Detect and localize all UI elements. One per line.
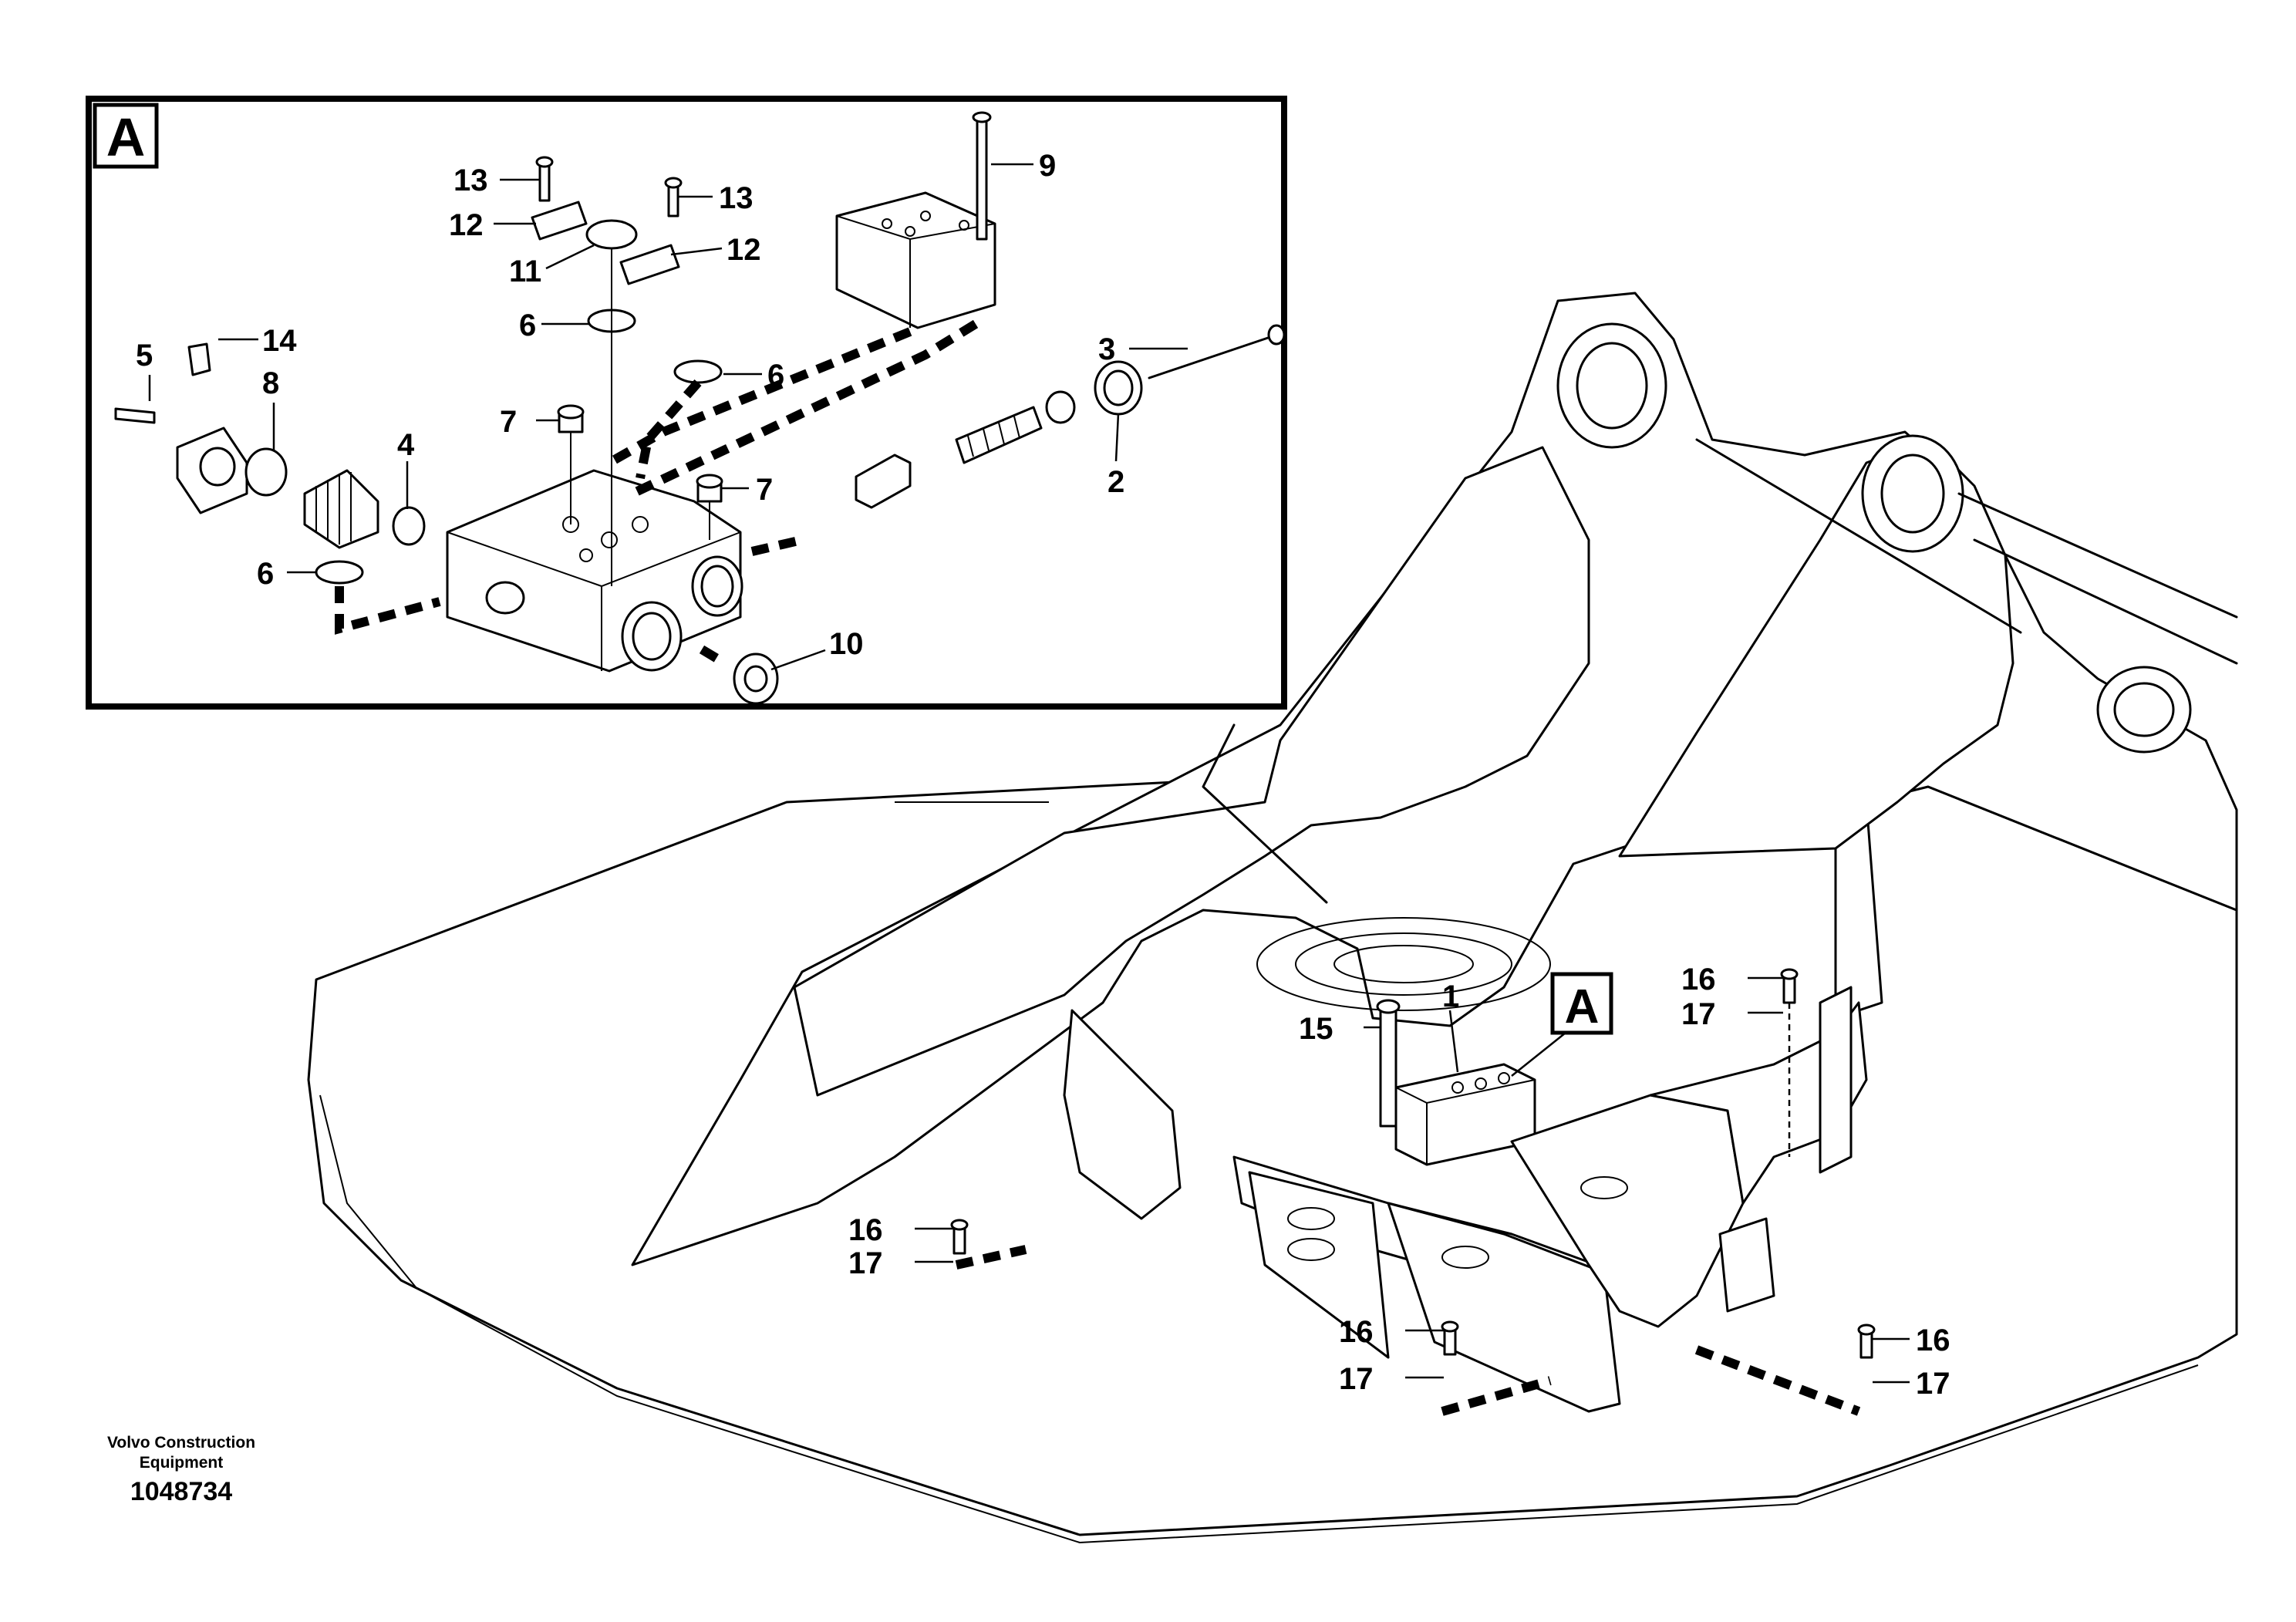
main-assembly-lines xyxy=(955,1003,1861,1416)
company-line-2: Equipment xyxy=(139,1454,224,1472)
callout-7: 7 xyxy=(500,405,517,439)
callout-12: 12 xyxy=(727,233,761,267)
company-name: Volvo Construction Equipment xyxy=(93,1433,270,1473)
valve-block-assembly xyxy=(1376,999,1536,1166)
main-callouts: 1 15 16 17 16 17 16 17 16 17 xyxy=(848,963,1950,1401)
callout-12: 12 xyxy=(449,208,484,242)
fasteners-16-17 xyxy=(950,968,1876,1359)
detail-a-inset: A xyxy=(86,96,1287,710)
callout-6: 6 xyxy=(257,557,274,591)
callout-6: 6 xyxy=(519,309,536,342)
callout-4: 4 xyxy=(397,428,415,462)
callout-17: 17 xyxy=(1916,1367,1950,1401)
callout-16: 16 xyxy=(1681,963,1716,996)
callout-16: 16 xyxy=(1916,1324,1950,1357)
callout-5: 5 xyxy=(136,339,153,373)
callout-11: 11 xyxy=(509,255,541,288)
callout-17: 17 xyxy=(848,1246,883,1280)
callout-9: 9 xyxy=(1039,149,1056,183)
boom-support-frame xyxy=(631,292,2238,1266)
callout-15: 15 xyxy=(1299,1012,1333,1046)
svg-text:A: A xyxy=(106,107,146,167)
drawing-number: 1048734 xyxy=(130,1477,233,1506)
callout-8: 8 xyxy=(262,366,279,400)
mounting-brackets xyxy=(1063,986,1868,1413)
callout-13: 13 xyxy=(453,164,488,197)
svg-text:A: A xyxy=(1565,980,1600,1034)
callout-16: 16 xyxy=(1339,1315,1374,1349)
detail-marker-a: A xyxy=(1511,972,1613,1077)
callout-17: 17 xyxy=(1339,1362,1374,1396)
callout-3: 3 xyxy=(1098,332,1115,366)
callout-14: 14 xyxy=(262,324,297,358)
callout-16: 16 xyxy=(848,1213,883,1247)
callout-2: 2 xyxy=(1108,465,1124,499)
callout-17: 17 xyxy=(1681,997,1716,1031)
company-line-1: Volvo Construction xyxy=(106,1434,256,1452)
callout-1: 1 xyxy=(1442,980,1459,1013)
callout-13: 13 xyxy=(719,181,754,215)
callout-7: 7 xyxy=(756,473,773,507)
callout-6: 6 xyxy=(767,359,784,393)
callout-10: 10 xyxy=(829,627,864,661)
